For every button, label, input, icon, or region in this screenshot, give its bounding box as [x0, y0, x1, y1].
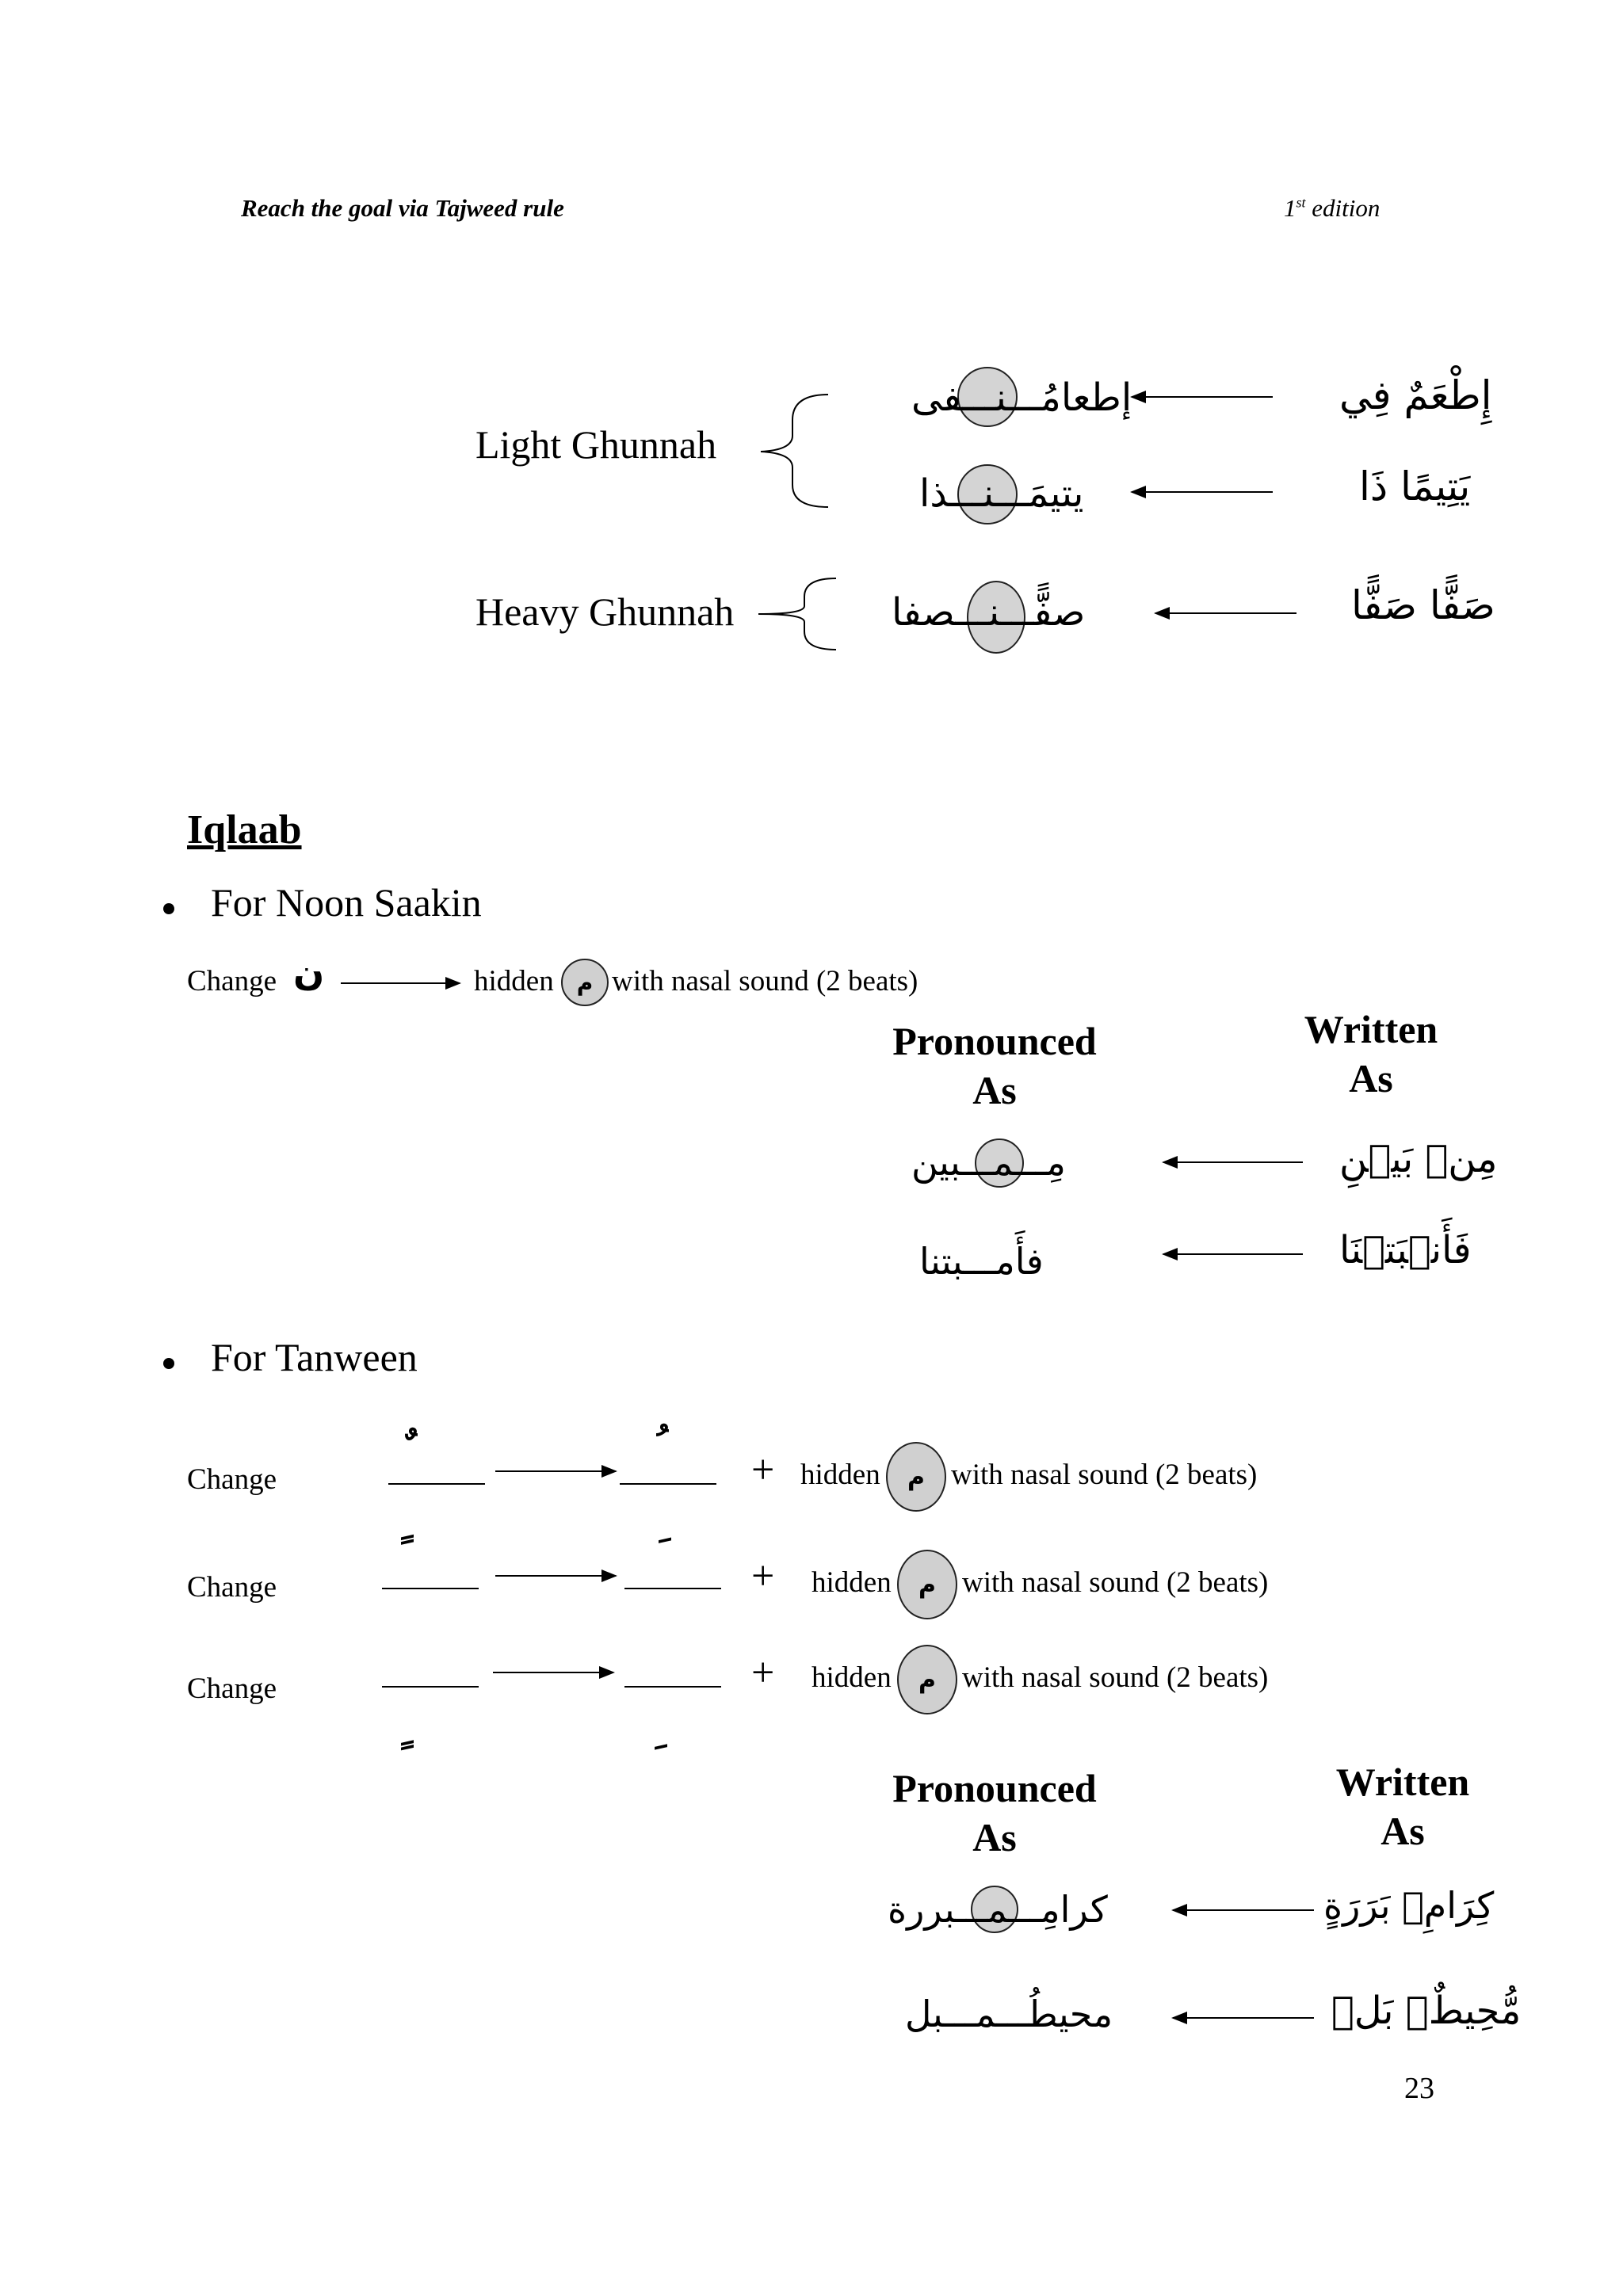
noon-letter: ن — [293, 951, 325, 994]
highlight-circle-2 — [957, 464, 1018, 524]
bullet-noon — [163, 903, 174, 914]
tanween-hidden-3: hidden — [812, 1661, 892, 1694]
arrow-left-3 — [1154, 607, 1296, 620]
tanween-mim-3: م — [897, 1645, 957, 1714]
tanween-plus-3: + — [751, 1650, 775, 1695]
tanween-example-arrow-2 — [1171, 2012, 1314, 2024]
tanween-plus-2: + — [751, 1554, 775, 1599]
noon-arrow-1 — [1162, 1156, 1303, 1169]
noon-saakin-heading: For Noon Saakin — [211, 880, 482, 925]
tanween-mim-1: م — [886, 1442, 946, 1512]
page-number: 23 — [1404, 2072, 1434, 2105]
arrow-left-2 — [1130, 486, 1273, 498]
noon-change-label: Change — [187, 965, 277, 997]
tanween-written-1: كِرَامِۭ بَرَرَةٍ — [1323, 1884, 1495, 1927]
tanween-plus-1: + — [751, 1447, 775, 1493]
running-header-title: Reach the goal via Tajweed rule — [241, 194, 564, 222]
ghunnah-written-2: يَتِيمًا ذَا — [1359, 463, 1471, 509]
tanween-change-3: Change — [187, 1672, 277, 1705]
tanween-written-2: مُّحِيطٌۢ بَلۡ — [1331, 1989, 1522, 2033]
tanween-blank-to-3 — [624, 1686, 721, 1688]
noon-nasal-text: with nasal sound (2 beats) — [612, 965, 918, 997]
tanween-hidden-1: hidden — [800, 1459, 880, 1491]
noon-pronounced-1: مِـــمـــبين — [911, 1141, 1066, 1184]
tanween-mim-2: م — [897, 1550, 957, 1619]
heavy-ghunnah-brace — [758, 578, 837, 650]
ghunnah-pronounced-1: إطعامُـــنـــفى — [911, 376, 1132, 420]
tanween-change-2: Change — [187, 1571, 277, 1604]
tanween-hidden-2: hidden — [812, 1566, 892, 1599]
tanween-blank-from-2 — [382, 1588, 479, 1589]
tanween-blank-to-1 — [620, 1483, 716, 1485]
tanween-pronounced-2: محيطُـــمـــبل — [905, 1993, 1113, 2035]
noon-highlight-1 — [975, 1138, 1024, 1188]
light-ghunnah-label: Light Ghunnah — [475, 422, 717, 467]
noon-mim-circle: م — [561, 959, 609, 1006]
tanween-nasal-2: with nasal sound (2 beats) — [962, 1566, 1269, 1599]
tanween-arrow-2 — [495, 1569, 617, 1582]
tanween-arrow-3 — [493, 1666, 615, 1679]
tanween-blank-from-3 — [382, 1686, 479, 1688]
tanween-example-arrow-1 — [1171, 1904, 1314, 1917]
ghunnah-written-1: إِطْعَمٌ فِي — [1339, 372, 1492, 418]
tanween-blank-from-1 — [388, 1483, 485, 1485]
edition-label: 1st edition — [1284, 194, 1381, 222]
ghunnah-pronounced-2: يتيمَـــنـــذا — [919, 471, 1084, 516]
tanween-change-1: Change — [187, 1463, 277, 1496]
tanween-blank-to-2 — [624, 1588, 721, 1589]
ghunnah-pronounced-3: صفًّـــنـــصفا — [892, 590, 1086, 635]
tanween-heading: For Tanween — [211, 1335, 418, 1379]
tanween-pronounced-1: كرامِـــمـــبررة — [888, 1888, 1108, 1931]
light-ghunnah-brace — [760, 394, 829, 508]
arrow-left-1 — [1130, 391, 1273, 403]
tanween-highlight-1 — [971, 1886, 1018, 1933]
tanween-nasal-3: with nasal sound (2 beats) — [962, 1661, 1269, 1694]
noon-written-2: فَأَنۢبَتۡنَا — [1339, 1228, 1472, 1272]
tanween-nasal-1: with nasal sound (2 beats) — [951, 1459, 1258, 1491]
noon-arrow-2 — [1162, 1248, 1303, 1261]
noon-pronounced-2: فأَمـــبتنا — [919, 1240, 1044, 1283]
bullet-tanween — [163, 1358, 174, 1369]
noon-arrow-right — [341, 977, 461, 990]
tanween-arrow-1 — [495, 1465, 617, 1478]
noon-written-1: مِنۢ بَيۡنِ — [1339, 1137, 1498, 1181]
heavy-ghunnah-label: Heavy Ghunnah — [475, 589, 735, 634]
noon-hidden-label: hidden — [474, 965, 554, 997]
highlight-circle-1 — [957, 367, 1018, 427]
iqlaab-heading: Iqlaab — [187, 807, 302, 852]
ghunnah-written-3: صَفًّا صَفًّا — [1351, 582, 1495, 628]
highlight-circle-3 — [967, 581, 1025, 654]
